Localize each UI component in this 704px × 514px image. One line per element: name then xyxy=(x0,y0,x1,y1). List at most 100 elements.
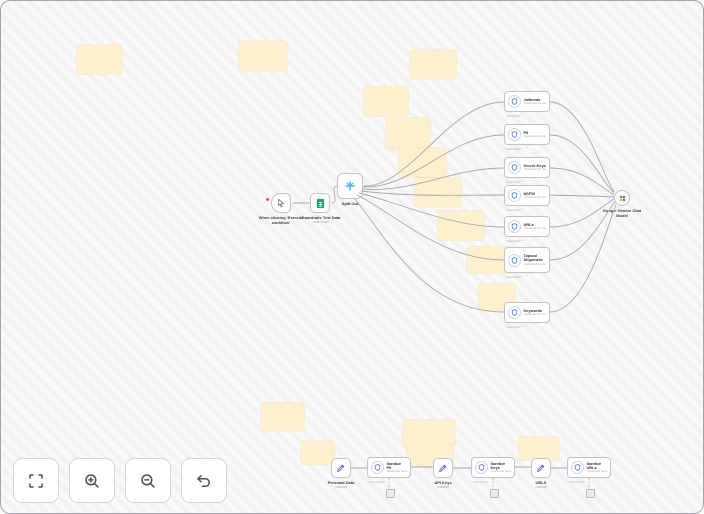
google-gemini-icon xyxy=(619,195,625,201)
reset-zoom-button[interactable] xyxy=(181,458,227,503)
node-google-gemini-chat-model[interactable] xyxy=(614,190,630,206)
check-subtitle: Check text for viol... xyxy=(523,262,547,266)
node-label-sheets: Guardrails Test Data read: sheet xyxy=(290,215,352,224)
sticky-note[interactable] xyxy=(261,403,304,431)
shield-icon xyxy=(508,220,521,233)
undo-icon xyxy=(197,474,210,487)
check-subtitle: Check text for viol... xyxy=(523,196,547,200)
sheets-subtitle: read: sheet xyxy=(312,220,330,224)
shield-icon xyxy=(508,128,521,141)
node-set-api-keys[interactable] xyxy=(433,458,453,478)
check-title: Secret Keys xyxy=(523,162,546,168)
shield-icon xyxy=(508,306,521,319)
node-manual-trigger[interactable] xyxy=(271,193,291,213)
set-subtitle: manual xyxy=(535,485,547,489)
check-subtitle: Check text for viol... xyxy=(523,227,547,231)
shield-icon xyxy=(508,189,521,202)
set-title: API Keys xyxy=(434,480,452,485)
sticky-note[interactable] xyxy=(403,420,455,446)
check-subtitle: Check text for viol... xyxy=(523,313,547,317)
sticky-note[interactable] xyxy=(438,211,484,240)
check-title: Keywords xyxy=(523,307,543,313)
set-title: Personal Data xyxy=(327,480,355,485)
pencil-icon xyxy=(337,464,345,472)
check-title: Sanitize Keys xyxy=(490,460,506,470)
node-google-sheets[interactable] xyxy=(310,193,330,213)
error-indicator-dot xyxy=(266,198,269,201)
port-label: Chat Model* xyxy=(473,480,489,484)
port-label: Chat Model* xyxy=(369,480,385,484)
port-label: Chat Model* xyxy=(506,180,522,184)
check-subtitle: Check text for viol... xyxy=(523,135,547,139)
sticky-note[interactable] xyxy=(364,87,408,116)
set-subtitle: manual xyxy=(437,485,449,489)
check-title: URLs xyxy=(523,221,534,227)
node-set-personal-data[interactable] xyxy=(331,458,351,478)
zoom-in-icon xyxy=(85,473,99,488)
check-subtitle: Check text for viol... xyxy=(523,168,547,172)
check-title: Jailbreak xyxy=(523,96,541,102)
node-label-personal-data: Personal Data manual xyxy=(313,480,369,489)
check-subtitle: Check text for viol... xyxy=(490,470,512,474)
sticky-note[interactable] xyxy=(301,441,334,464)
zoom-in-button[interactable] xyxy=(69,458,115,503)
sticky-note[interactable] xyxy=(410,50,456,79)
zoom-out-button[interactable] xyxy=(125,458,171,503)
google-sheets-icon xyxy=(316,198,324,208)
node-label-api-keys: API Keys manual xyxy=(419,480,467,489)
check-title: NSFW xyxy=(523,190,535,196)
node-label-urls: URLS manual xyxy=(519,480,563,489)
check-subtitle: Check text for viol... xyxy=(386,470,408,474)
shield-icon xyxy=(571,461,584,474)
shield-icon xyxy=(475,461,488,474)
shield-icon xyxy=(508,253,521,267)
set-title: URLS xyxy=(535,480,547,485)
port-label: Chat Model* xyxy=(506,275,522,279)
port-label: Chat Model* xyxy=(506,239,522,243)
node-label-gemini: Google Gemini Chat Model xyxy=(602,208,642,218)
check-title: PII xyxy=(523,129,529,135)
sheets-title: Guardrails Test Data xyxy=(301,215,341,220)
port-label: Chat Model* xyxy=(569,480,585,484)
zoom-to-fit-button[interactable] xyxy=(13,458,59,503)
node-split-out-hub[interactable] xyxy=(337,173,363,199)
sticky-note[interactable] xyxy=(239,41,287,71)
cursor-click-icon xyxy=(278,198,285,208)
node-mini-chat-model[interactable] xyxy=(386,489,395,498)
sticky-note[interactable] xyxy=(399,148,446,177)
node-mini-chat-model[interactable] xyxy=(586,489,595,498)
canvas-controls xyxy=(13,458,227,503)
node-mini-chat-model[interactable] xyxy=(490,489,499,498)
shield-icon xyxy=(371,461,384,474)
check-title: Sanitize URLs xyxy=(586,460,602,470)
sticky-note[interactable] xyxy=(415,178,461,207)
fit-view-icon xyxy=(29,473,43,488)
node-label-trigger: When clicking ‘Execute workflow’ xyxy=(258,215,304,225)
sticky-note[interactable] xyxy=(519,437,559,460)
shield-icon xyxy=(508,161,521,174)
port-label: Chat Model* xyxy=(506,208,522,212)
pencil-icon xyxy=(439,464,447,472)
node-label-hub: Split Out xyxy=(341,201,359,206)
port-label: Chat Model* xyxy=(506,114,522,118)
zoom-out-icon xyxy=(141,473,155,488)
check-subtitle: Check text for viol... xyxy=(586,470,608,474)
sticky-note[interactable] xyxy=(77,45,122,74)
check-title: Topical Alignment xyxy=(523,253,543,263)
node-set-urls[interactable] xyxy=(531,458,551,478)
sticky-note[interactable] xyxy=(386,118,430,149)
check-subtitle: Check text for viol... xyxy=(523,102,547,106)
split-out-icon xyxy=(345,181,355,191)
